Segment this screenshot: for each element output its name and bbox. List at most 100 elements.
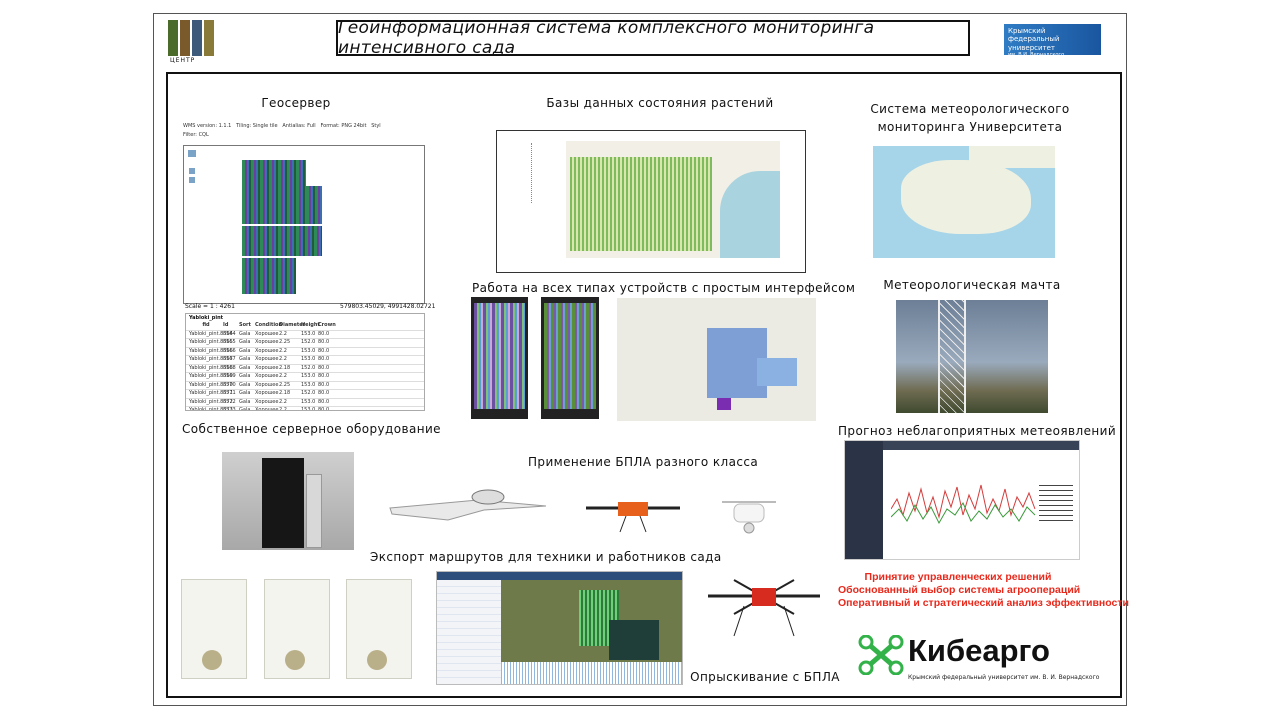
table-cell: 8568	[223, 364, 236, 371]
page-title: Геоинформационная система комплексного м…	[336, 18, 970, 58]
table-cell: 8572	[223, 398, 236, 405]
zoom-in-icon[interactable]	[189, 168, 195, 174]
forecast-chart	[891, 484, 1036, 525]
table-cell: Yabloki_pint.8569	[189, 373, 233, 379]
table-cell: Yabloki_pint.8570	[189, 381, 233, 388]
orchard-block	[242, 258, 296, 294]
caption-plant-db: Базы данных состояния растений	[546, 96, 774, 110]
col-id: Id	[223, 322, 229, 328]
spraying-drone	[708, 579, 820, 637]
map-scale: Scale = 1 : 4261	[185, 303, 235, 310]
caption-meteo-mast: Метеорологическая мачта	[883, 278, 1061, 292]
brand-name: Кибеарго	[908, 633, 1050, 668]
fixed-wing-uav	[389, 489, 547, 521]
decision-line-2: Обоснованный выбор системы агроопераций	[838, 584, 1081, 596]
col-height: Height	[301, 322, 320, 328]
plant-db-screenshot	[496, 130, 806, 273]
table-cell: Gala	[239, 390, 251, 396]
pan-icon[interactable]	[188, 150, 196, 157]
table-cell: 153.0	[301, 407, 316, 411]
caption-uav: Применение БПЛА разного класса	[528, 455, 759, 469]
certificate	[346, 579, 412, 679]
table-cell: Yabloki_pint.8564	[189, 330, 233, 337]
table-cell: 80.0	[318, 339, 330, 345]
table-cell: Хорошее	[255, 356, 279, 362]
layer-name: Yabloki_pint	[189, 315, 224, 321]
table-cell: 8573	[223, 407, 236, 411]
table-cell: 80.0	[318, 373, 330, 379]
table-cell: Gala	[239, 364, 251, 371]
caption-server: Собственное серверное оборудование	[182, 422, 441, 436]
col-fid: fid	[202, 322, 210, 328]
table-cell: 8566	[223, 347, 236, 354]
table-cell: Yabloki_pint.8573	[189, 407, 233, 411]
table-cell: 153.0	[301, 381, 316, 388]
table-cell: 80.0	[318, 347, 330, 354]
table-cell: 2.2	[279, 398, 287, 405]
geoserver-map[interactable]	[183, 145, 425, 304]
table-cell: 80.0	[318, 381, 330, 388]
table-cell: Хорошее	[255, 407, 279, 411]
table-cell: 80.0	[318, 356, 330, 362]
cql-filter[interactable]: Filter: CQL	[183, 132, 209, 138]
dashboard-topbar[interactable]	[883, 441, 1079, 450]
wms-version-select[interactable]: WMS version: 1.1.1	[183, 123, 232, 129]
col-condition: Condition	[255, 322, 283, 328]
caption-spraying: Опрыскивание с БПЛА	[690, 670, 840, 684]
antialias-select[interactable]: Antialias: Full	[282, 123, 316, 129]
table-cell: Хорошее	[255, 398, 279, 405]
caption-export: Экспорт маршрутов для техники и работник…	[370, 550, 722, 564]
dashboard-sidebar[interactable]	[845, 441, 883, 559]
univ-logo-line-1: Крымский федеральный	[1008, 27, 1060, 44]
table-cell: Yabloki_pint.8567	[189, 356, 233, 362]
cyberagro-logo: Кибеарго Крымский федеральный университе…	[858, 633, 1099, 683]
phone-screenshot-1	[471, 297, 528, 419]
table-cell: Gala	[239, 381, 251, 388]
table-cell: 8567	[223, 356, 236, 362]
table-cell: 152.0	[301, 390, 316, 396]
university-logo: Крымский федеральный университет им. В.И…	[1004, 24, 1101, 59]
tiling-select[interactable]: Tiling: Single tile	[236, 123, 278, 129]
layer-tree[interactable]	[531, 143, 564, 203]
table-cell: 2.2	[279, 347, 287, 354]
table-cell: 2.2	[279, 330, 287, 337]
style-select[interactable]: Styl	[371, 123, 381, 129]
zoom-out-icon[interactable]	[189, 177, 195, 183]
table-cell: Yabloki_pint.8572	[189, 398, 233, 405]
orange-drone	[586, 502, 680, 533]
table-cell: 80.0	[318, 390, 330, 396]
table-cell: Хорошее	[255, 339, 279, 345]
caption-meteo-system: Система метеорологического мониторинга У…	[870, 102, 1070, 134]
map-coords: 579803.45029, 4991428.02721	[340, 303, 436, 310]
meteo-stations-map[interactable]	[873, 146, 1055, 258]
table-cell: Хорошее	[255, 347, 279, 354]
format-select[interactable]: Format: PNG 24bit	[320, 123, 367, 129]
plant-db-map[interactable]	[566, 141, 780, 258]
forecast-dashboard	[844, 440, 1080, 560]
table-cell: Хорошее	[255, 381, 279, 388]
table-cell: 153.0	[301, 330, 316, 337]
table-cell: Gala	[239, 356, 251, 362]
table-cell: 80.0	[318, 330, 330, 337]
table-cell: Yabloki_pint.8566	[189, 347, 233, 354]
center-logo-caption: ЦЕНТР	[170, 57, 196, 64]
table-cell: Gala	[239, 398, 251, 405]
chart-legend	[1039, 485, 1073, 525]
univ-logo-line-3: им. В.И. Вернадского	[1008, 52, 1065, 59]
orchard-block	[242, 160, 306, 224]
table-cell: 153.0	[301, 398, 316, 405]
univ-logo-line-2: университет	[1008, 43, 1056, 52]
